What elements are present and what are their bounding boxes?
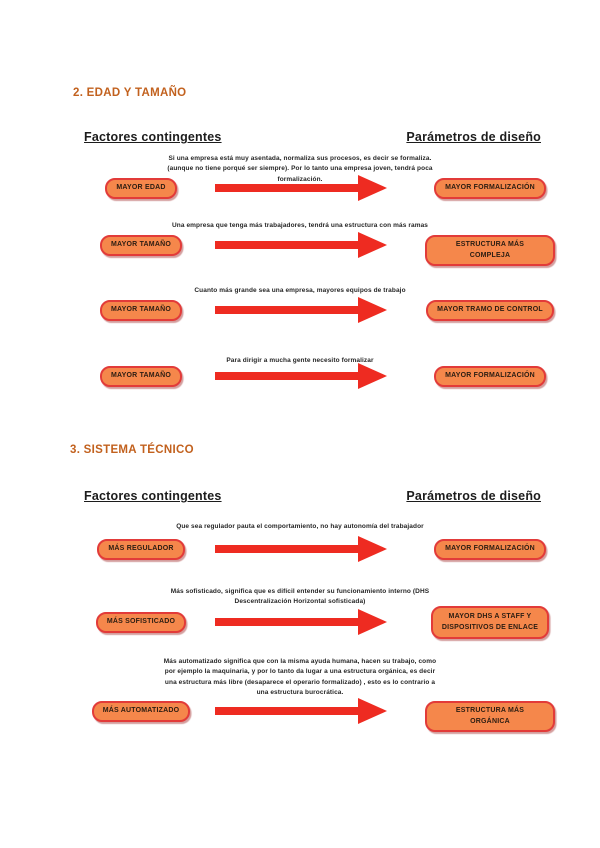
- factor-box: MAYOR TAMAÑO: [100, 300, 182, 321]
- arrow-description: Más sofisticado, significa que es difíci…: [170, 588, 430, 606]
- factor-box: MÁS AUTOMATIZADO: [91, 701, 191, 722]
- arrow-description: Cuanto más grande sea una empresa, mayor…: [194, 287, 406, 294]
- diagram-row: Que sea regulador pauta el comportamient…: [0, 522, 600, 612]
- arrow-description: Para dirigir a mucha gente necesito form…: [226, 357, 374, 364]
- arrow-right-icon: [215, 306, 358, 314]
- section-title-edad-y-tamano: 2. EDAD Y TAMAÑO: [73, 87, 187, 99]
- arrow-description: Si una empresa está muy asentada, normal…: [167, 155, 433, 183]
- diagram-row: Una empresa que tenga más trabajadores, …: [0, 221, 600, 311]
- arrow-right-icon: [215, 184, 358, 192]
- arrow-description: Más automatizado significa que con la mi…: [163, 658, 437, 697]
- column-header-factores: Factores contingentes: [84, 130, 222, 144]
- diagram-row: Más automatizado significa que con la mi…: [0, 657, 600, 747]
- diagram-row: Para dirigir a mucha gente necesito form…: [0, 356, 600, 446]
- parameter-box: MAYOR FORMALIZACIÓN: [434, 178, 546, 199]
- arrow-right-icon: [215, 372, 358, 380]
- parameter-box: MAYOR DHS A STAFF Y DISPOSITIVOS DE ENLA…: [431, 606, 549, 639]
- arrow-description: Una empresa que tenga más trabajadores, …: [171, 222, 429, 229]
- factor-box: MAYOR TAMAÑO: [100, 235, 182, 256]
- arrow-right-icon: [215, 545, 358, 553]
- arrow-right-icon: [215, 707, 358, 715]
- factor-box: MÁS SOFISTICADO: [95, 612, 187, 633]
- diagram-row: Cuanto más grande sea una empresa, mayor…: [0, 286, 600, 376]
- diagram-row: Más sofisticado, significa que es difíci…: [0, 587, 600, 677]
- parameter-box: ESTRUCTURA MÁS COMPLEJA: [425, 235, 555, 266]
- parameter-box: ESTRUCTURA MÁS ORGÁNICA: [425, 701, 555, 732]
- parameter-box: MAYOR TRAMO DE CONTROL: [426, 300, 554, 321]
- factor-box: MAYOR TAMAÑO: [100, 366, 182, 387]
- parameter-box: MAYOR FORMALIZACIÓN: [434, 366, 546, 387]
- column-header-parametros: Parámetros de diseño: [406, 130, 541, 144]
- parameter-box: MAYOR FORMALIZACIÓN: [434, 539, 546, 560]
- column-header-parametros: Parámetros de diseño: [406, 489, 541, 503]
- arrow-right-icon: [215, 618, 358, 626]
- diagram-row: Si una empresa está muy asentada, normal…: [0, 154, 600, 244]
- arrow-right-icon: [215, 241, 358, 249]
- factor-box: MÁS REGULADOR: [97, 539, 185, 560]
- column-header-factores: Factores contingentes: [84, 489, 222, 503]
- section-title-sistema-tecnico: 3. SISTEMA TÉCNICO: [70, 444, 194, 456]
- factor-box: MAYOR EDAD: [105, 178, 177, 199]
- arrow-description: Que sea regulador pauta el comportamient…: [176, 523, 424, 530]
